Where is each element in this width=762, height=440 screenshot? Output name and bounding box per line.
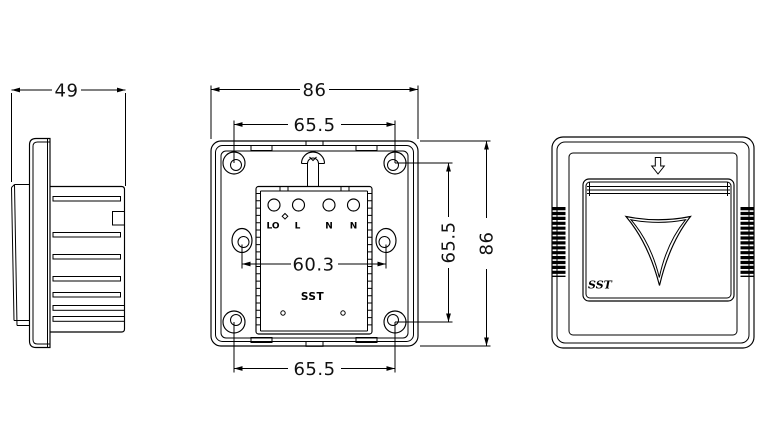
front-view: SST bbox=[551, 136, 755, 349]
terminal-box: LO L N N SST bbox=[255, 185, 373, 335]
dim-center-holes-label: 60.3 bbox=[292, 255, 334, 276]
back-view: LO L N N SST 86 65.5 bbox=[210, 80, 498, 380]
dim-right-outer: 86 bbox=[420, 140, 498, 347]
card-triangle-logo bbox=[624, 215, 692, 286]
dim-depth: 49 bbox=[11, 81, 126, 186]
side-front-bezel bbox=[11, 184, 30, 326]
terminal-label-n2: N bbox=[350, 222, 358, 232]
terminal-holes bbox=[267, 198, 361, 212]
back-frame bbox=[210, 140, 419, 347]
front-frame bbox=[551, 136, 755, 349]
mid-mounting-slots bbox=[231, 227, 397, 254]
dim-right-holes: 65.5 bbox=[395, 162, 460, 323]
dim-top-outer: 86 bbox=[210, 80, 419, 139]
dim-bottom-holes: 65.5 bbox=[233, 322, 396, 380]
brand-label-back: SST bbox=[301, 291, 325, 303]
terminal-label-l: L bbox=[295, 222, 301, 232]
insert-direction-arrow-icon bbox=[650, 157, 666, 175]
terminal-label-n1: N bbox=[325, 222, 333, 232]
side-view: 49 bbox=[11, 81, 126, 349]
dim-depth-label: 49 bbox=[55, 81, 79, 102]
side-mounting-plate bbox=[28, 137, 51, 349]
dim-top-holes-label: 65.5 bbox=[293, 115, 335, 136]
dim-center-holes: 60.3 bbox=[241, 244, 387, 276]
dim-bottom-holes-label: 65.5 bbox=[293, 359, 335, 380]
terminal-label-lo: LO bbox=[266, 222, 279, 232]
dim-top-holes: 65.5 bbox=[233, 115, 396, 163]
dim-top-outer-label: 86 bbox=[303, 80, 327, 101]
hanger-hook bbox=[300, 151, 326, 187]
dim-right-outer-label: 86 bbox=[477, 232, 498, 256]
polarity-mark bbox=[281, 212, 289, 220]
brand-label-front: SST bbox=[588, 279, 613, 292]
side-latch-slot bbox=[112, 211, 125, 226]
card-slot-panel: SST bbox=[582, 178, 735, 302]
dim-right-holes-label: 65.5 bbox=[439, 221, 460, 263]
side-ribbed-body bbox=[50, 185, 126, 333]
